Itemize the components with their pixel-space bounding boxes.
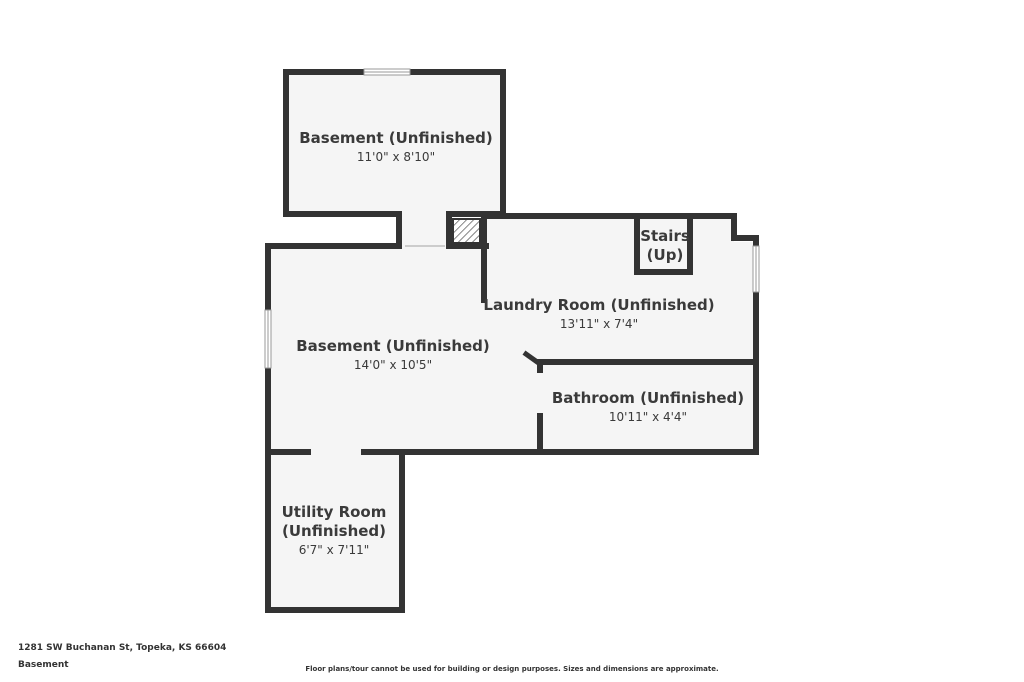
windows: [264, 68, 760, 369]
floor-connector: [399, 212, 449, 248]
room-stairs: Stairs (Up): [640, 227, 690, 265]
room-basement-main: Basement (Unfinished) 14'0" x 10'5": [296, 337, 490, 374]
wall-stairs: [634, 213, 693, 275]
room-name: Laundry Room (Unfinished): [483, 296, 715, 314]
room-dimensions: 6'7" x 7'11": [298, 543, 370, 557]
disclaimer-text: Floor plans/tour cannot be used for buil…: [305, 665, 719, 673]
wall-basement-top-right: [407, 69, 506, 249]
floor-bathroom: [540, 362, 756, 452]
room-name-line1: Stairs: [640, 227, 690, 245]
room-utility: Utility Room (Unfinished) 6'7" x 7'11": [282, 503, 387, 559]
room-dimensions: 14'0" x 10'5": [353, 358, 433, 372]
wall-basement-top: [283, 69, 402, 249]
room-name: Bathroom (Unfinished): [551, 389, 745, 407]
floor-level-label: Basement: [18, 660, 69, 670]
floor-basement-main: [268, 246, 486, 452]
floor-utility: [268, 452, 402, 610]
room-laundry: Laundry Room (Unfinished) 13'11" x 7'4": [483, 296, 714, 333]
room-name-line1: Utility Room: [281, 503, 387, 521]
chimney-hatch: [452, 218, 481, 244]
floor-basement-bottom: [484, 362, 542, 452]
room-name-line2: (Up): [646, 246, 684, 264]
wall-utility: [265, 449, 405, 613]
room-name: Basement (Unfinished): [296, 337, 490, 355]
walls: [265, 69, 759, 613]
room-name: Basement (Unfinished): [299, 129, 493, 147]
property-address: 1281 SW Buchanan St, Topeka, KS 66604: [18, 643, 227, 653]
room-basement-top: Basement (Unfinished) 11'0" x 8'10": [299, 129, 493, 166]
wall-laundry-top: [481, 213, 759, 249]
room-bathroom: Bathroom (Unfinished) 10'11" x 4'4": [552, 389, 744, 426]
room-dimensions: 13'11" x 7'4": [559, 317, 639, 331]
floor-basement-top: [286, 72, 503, 214]
floor-fill: [268, 72, 756, 610]
wall-door-leaf: [522, 350, 544, 368]
room-name-line2: (Unfinished): [281, 522, 387, 540]
room-dimensions: 10'11" x 4'4": [608, 410, 688, 424]
room-dimensions: 11'0" x 8'10": [356, 150, 436, 164]
floor-laundry: [484, 216, 756, 362]
